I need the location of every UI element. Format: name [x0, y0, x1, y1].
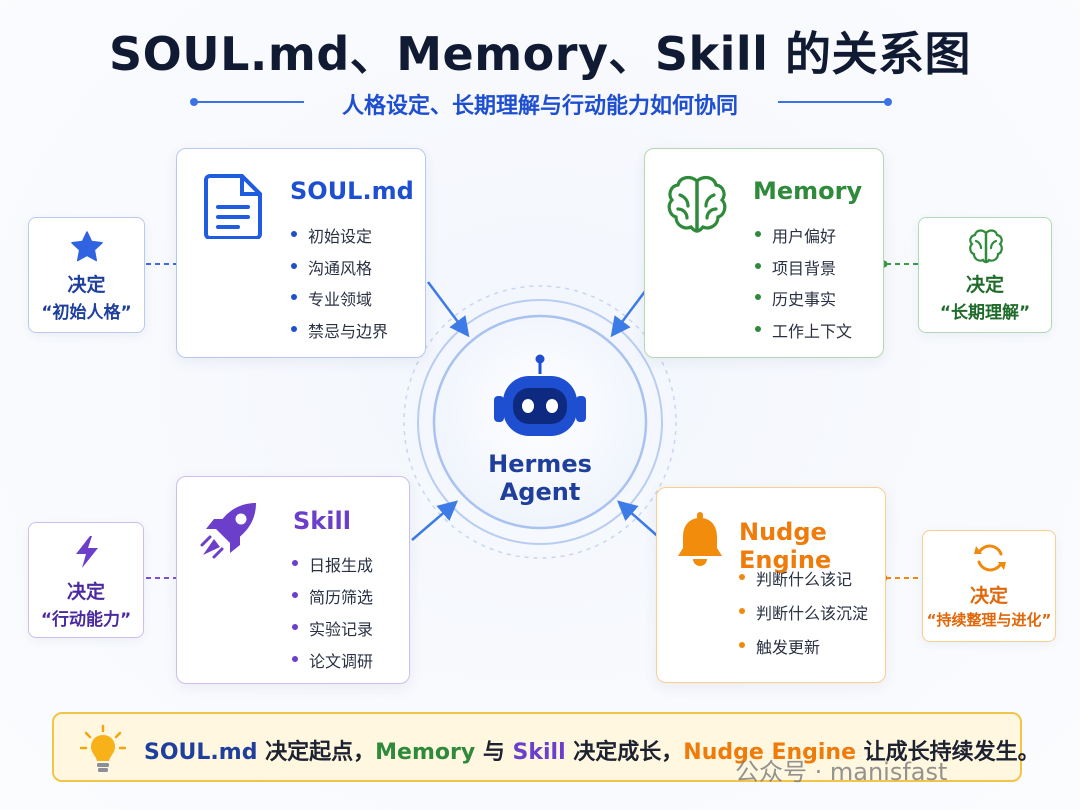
summary-soul: SOUL.md [144, 740, 258, 765]
list-item: 用户偏好 [754, 223, 836, 247]
page-title: SOUL.md、Memory、Skill 的关系图 [109, 27, 971, 81]
summary-part-2: 与 [475, 740, 513, 765]
side-label-nudge-2: “持续整理与进化” [926, 611, 1052, 629]
side-box-soul: 决定 “初始人格” [28, 217, 145, 333]
refresh-icon [974, 544, 1006, 572]
arrow-nudge [616, 500, 663, 541]
list-item: 判断什么该记 [738, 566, 852, 590]
soul-card: SOUL.md 初始设定 沟通风格 专业领域 禁忌与边界 [176, 148, 426, 358]
outer-ring [417, 299, 663, 545]
list-item: 日报生成 [291, 552, 373, 576]
summary-part-3: 决定成长， [565, 740, 684, 765]
watermark: 公众号 · manisfast [735, 758, 948, 786]
soul-card-title: SOUL.md [290, 177, 414, 205]
document-icon [204, 174, 262, 239]
page-subtitle: 人格设定、长期理解与行动能力如何协同 [341, 94, 738, 119]
skill-card-title: Skill [293, 507, 351, 535]
star-icon [71, 231, 103, 262]
list-item: 专业领域 [290, 286, 372, 310]
list-item: 简历筛选 [291, 584, 373, 608]
subtitle-right-dot [884, 98, 892, 106]
list-item: 沟通风格 [290, 255, 372, 279]
skill-card: Skill 日报生成 简历筛选 实验记录 论文调研 [176, 476, 410, 684]
list-item: 判断什么该沉淀 [738, 600, 868, 624]
list-item: 禁忌与边界 [290, 318, 388, 342]
summary-banner: SOUL.md 决定起点，Memory 与 Skill 决定成长，Nudge E… [52, 712, 1040, 782]
nudge-card-title: Nudge Engine [739, 518, 832, 574]
arrow-soul [427, 281, 470, 338]
list-item: 论文调研 [291, 648, 373, 672]
subtitle-left-dot [190, 98, 198, 106]
list-item: 历史事实 [754, 286, 836, 310]
skill-card-list: 日报生成 简历筛选 实验记录 论文调研 [291, 552, 409, 682]
memory-card-title: Memory [753, 177, 863, 205]
side-box-skill: 决定 “行动能力” [28, 522, 144, 638]
robot-icon [494, 354, 586, 436]
list-item: 工作上下文 [754, 318, 852, 342]
side-box-memory: 决定 “长期理解” [918, 217, 1052, 333]
side-box-nudge: 决定 “持续整理与进化” [922, 530, 1056, 642]
brain-icon [667, 175, 727, 233]
center-label-line1: Hermes [488, 450, 592, 478]
side-label-skill-2: “行动能力” [40, 610, 132, 630]
side-label-memory-1: 决定 [965, 274, 1004, 296]
summary-part-4: 让成长持续发生。 [856, 740, 1040, 765]
memory-card-list: 用户偏好 项目背景 历史事实 工作上下文 [754, 223, 882, 353]
summary-nudge: Nudge Engine [683, 740, 857, 765]
summary-text: SOUL.md 决定起点，Memory 与 Skill 决定成长，Nudge E… [144, 734, 1040, 766]
lightning-icon [76, 536, 98, 568]
side-label-skill-1: 决定 [66, 581, 105, 603]
summary-part-1: 决定起点， [257, 740, 376, 765]
list-item: 项目背景 [754, 255, 836, 279]
side-label-memory-2: “长期理解” [939, 303, 1031, 323]
bell-icon [678, 512, 722, 566]
lightbulb-icon [80, 724, 126, 772]
side-label-nudge-1: 决定 [969, 585, 1008, 607]
arrow-skill [411, 500, 459, 541]
nudge-card-list: 判断什么该记 判断什么该沉淀 触发更新 [738, 566, 884, 676]
side-label-soul-2: “初始人格” [41, 303, 132, 323]
outer-dashed-ring [403, 285, 677, 559]
subtitle-left-line [196, 101, 304, 103]
list-item: 实验记录 [291, 616, 373, 640]
list-item: 触发更新 [738, 634, 820, 658]
summary-skill: Skill [512, 740, 566, 765]
memory-card: Memory 用户偏好 项目背景 历史事实 工作上下文 [644, 148, 884, 358]
subtitle-right-line [778, 101, 886, 103]
list-item: 初始设定 [290, 223, 372, 247]
brain-icon [969, 229, 1003, 264]
summary-memory: Memory [375, 740, 476, 765]
rocket-icon [200, 503, 256, 559]
soul-card-list: 初始设定 沟通风格 专业领域 禁忌与边界 [290, 223, 418, 353]
side-label-soul-1: 决定 [67, 274, 106, 296]
center-label-line2: Agent [499, 478, 581, 506]
nudge-card: Nudge Engine 判断什么该记 判断什么该沉淀 触发更新 [656, 487, 886, 683]
